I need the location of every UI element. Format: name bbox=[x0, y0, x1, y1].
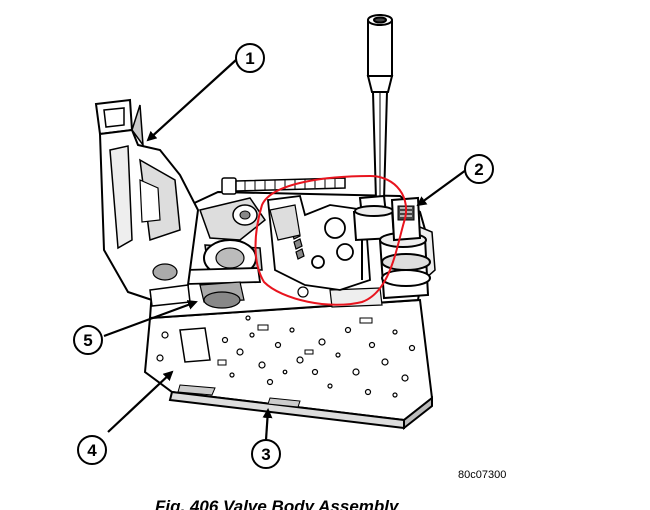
callout-3: 3 bbox=[251, 439, 281, 469]
highlight-circle bbox=[254, 174, 407, 306]
figure-reference-code: 80c07300 bbox=[458, 469, 506, 481]
callout-2: 2 bbox=[464, 154, 494, 184]
callout-leaders bbox=[103, 59, 467, 441]
solenoid-connector bbox=[378, 196, 431, 300]
callout-4-label: 4 bbox=[87, 441, 97, 460]
callout-1: 1 bbox=[235, 43, 265, 73]
figure-caption: Fig. 406 Valve Body Assembly bbox=[155, 497, 400, 510]
valve-body-bracket bbox=[94, 98, 200, 307]
callout-3-label: 3 bbox=[261, 445, 270, 464]
callout-1-label: 1 bbox=[245, 49, 254, 68]
bolt bbox=[221, 177, 346, 195]
socket-extension-tool bbox=[352, 14, 396, 280]
callout-4: 4 bbox=[77, 435, 107, 465]
callout-5-label: 5 bbox=[83, 331, 92, 350]
callout-2-label: 2 bbox=[474, 160, 483, 179]
callout-5: 5 bbox=[73, 325, 103, 355]
separator-plate bbox=[143, 298, 434, 431]
manual-valve-lever-plate bbox=[267, 195, 371, 291]
